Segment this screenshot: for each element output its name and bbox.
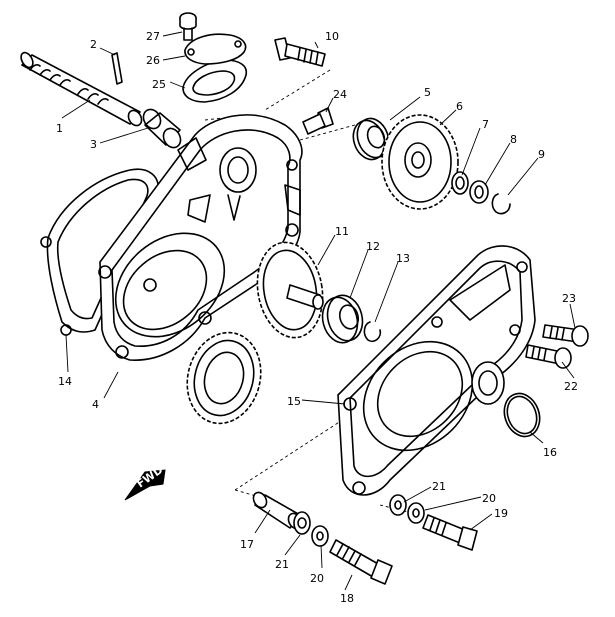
- label-part-16: 16: [543, 446, 557, 459]
- label-part-13: 13: [396, 252, 410, 265]
- label-part-17: 17: [240, 538, 254, 551]
- part-21-washer-upper: [389, 494, 407, 516]
- label-part-14: 14: [58, 375, 72, 388]
- part-23-bolt: [542, 324, 589, 347]
- part-idle-gear: [186, 331, 262, 425]
- part-25-gasket: [182, 59, 248, 103]
- label-part-2: 2: [90, 38, 97, 51]
- part-1-worm-shaft: [20, 51, 143, 127]
- label-part-19: 19: [494, 507, 508, 520]
- part-8-washer: [469, 180, 489, 204]
- part-4-gear-case: [98, 114, 303, 361]
- part-12-bearing: [321, 294, 364, 344]
- label-part-18: 18: [340, 592, 354, 605]
- label-part-3: 3: [90, 138, 97, 151]
- part-26-cover-plate: [184, 33, 247, 65]
- label-part-20-lower: 20: [310, 572, 324, 585]
- part-11-gear-shaft: [256, 241, 324, 339]
- label-part-21-lower: 21: [275, 558, 289, 571]
- part-21-washer-lower: [293, 511, 311, 535]
- label-part-23: 23: [562, 292, 576, 305]
- part-27-screw: [179, 12, 197, 41]
- part-15-gear-case-half: [337, 245, 536, 496]
- part-19-bolt: [422, 514, 478, 551]
- label-part-1: 1: [56, 122, 63, 135]
- part-13-circlip: [363, 321, 382, 343]
- label-part-15: 15: [287, 395, 301, 408]
- part-20-washer-lower: [311, 525, 329, 547]
- part-2-pin: [111, 52, 123, 85]
- part-24-bolt: [302, 107, 334, 135]
- part-20-washer-upper: [407, 502, 425, 524]
- label-part-8: 8: [510, 133, 517, 146]
- part-5-bearing: [352, 117, 390, 161]
- label-part-24: 24: [333, 88, 347, 101]
- label-part-27: 27: [146, 30, 160, 43]
- label-part-7: 7: [482, 118, 489, 131]
- part-3-bushing: [142, 108, 182, 149]
- label-part-10: 10: [325, 30, 339, 43]
- label-part-20-upper: 20: [482, 492, 496, 505]
- part-9-circlip: [491, 193, 511, 215]
- label-part-12: 12: [366, 240, 380, 253]
- label-part-4: 4: [92, 398, 99, 411]
- part-22-bolt: [525, 344, 572, 369]
- label-part-25: 25: [152, 78, 166, 91]
- part-7-washer: [451, 171, 469, 195]
- label-part-26: 26: [146, 54, 160, 67]
- label-part-6: 6: [456, 100, 463, 113]
- part-16-o-ring: [503, 392, 541, 438]
- label-part-22: 22: [564, 380, 578, 393]
- part-number-labels: 1 2 3 4 5 6 7 8 9 10 11 12 13 14 15 16 1…: [56, 30, 578, 605]
- label-part-21-upper: 21: [432, 480, 446, 493]
- label-part-9: 9: [538, 148, 545, 161]
- label-part-5: 5: [424, 86, 431, 99]
- fwd-arrow: FWD: [124, 463, 166, 501]
- label-part-11: 11: [335, 225, 349, 238]
- part-18-bolt: [329, 539, 393, 585]
- part-6-sprocket: [381, 114, 459, 210]
- part-10-bolt: [274, 37, 326, 67]
- leader-lines: [61, 31, 576, 591]
